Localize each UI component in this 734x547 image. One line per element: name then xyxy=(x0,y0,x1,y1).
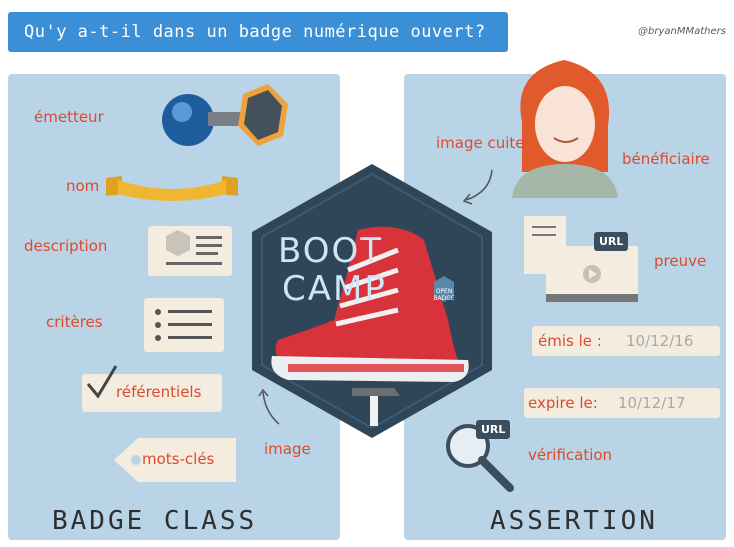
open-badge-line1: OPEN xyxy=(435,288,453,295)
description-label: description xyxy=(24,237,108,255)
beneficiary-portrait xyxy=(512,60,618,198)
emetteur-label: émetteur xyxy=(34,108,104,126)
expire-date: 10/12/17 xyxy=(618,394,686,412)
header-banner: Qu'y a-t-il dans un badge numérique ouve… xyxy=(8,12,508,52)
referentiels-card xyxy=(82,374,222,412)
criteria-list-icon xyxy=(155,309,212,341)
verification-url-chip: URL xyxy=(476,420,511,439)
assertion-title: ASSERTION xyxy=(490,506,658,536)
beneficiaire-label: bénéficiaire xyxy=(622,150,710,168)
open-badge-logo: OPEN BADGE xyxy=(432,288,456,302)
expire-card xyxy=(524,388,720,418)
badge-hexagon-shape xyxy=(252,164,492,438)
author-credit: @bryanMMathers xyxy=(638,26,726,37)
expire-label: expire le: xyxy=(528,394,598,412)
nom-ribbon-icon xyxy=(106,176,238,201)
preuve-label: preuve xyxy=(654,252,707,270)
badge-text-boot: BOOT xyxy=(278,231,384,271)
verification-label: vérification xyxy=(528,446,613,464)
hammer-icon xyxy=(352,388,400,426)
mots-cles-label: mots-clés xyxy=(142,450,215,468)
badge-class-title: BADGE CLASS xyxy=(52,506,258,536)
preuve-url-chip: URL xyxy=(594,232,629,251)
emis-label: émis le : xyxy=(538,332,602,350)
emis-card xyxy=(532,326,720,356)
tag-icon xyxy=(114,438,236,482)
header-title: Qu'y a-t-il dans un badge numérique ouve… xyxy=(24,22,486,42)
image-label: image xyxy=(264,440,311,458)
description-card xyxy=(148,226,232,276)
image-cuite-label: image cuite xyxy=(436,134,525,152)
nom-label: nom xyxy=(66,177,100,195)
criteres-label: critères xyxy=(46,313,103,331)
bootcamp-badge: BOOT CAMP OPEN BADGE xyxy=(248,160,496,442)
image-cuite-arrow xyxy=(462,169,493,205)
referentiels-label: référentiels xyxy=(116,383,202,401)
image-arrow xyxy=(258,388,280,425)
badge-text-camp: CAMP xyxy=(282,269,387,309)
description-doc-icon xyxy=(166,230,222,265)
emis-date: 10/12/16 xyxy=(626,332,694,350)
checkmark-icon xyxy=(86,365,118,399)
evidence-documents-icon xyxy=(524,216,638,302)
open-badge-line2: BADGE xyxy=(433,294,455,302)
criteres-card xyxy=(144,298,224,352)
emetteur-dumbbell-icon xyxy=(162,84,288,146)
